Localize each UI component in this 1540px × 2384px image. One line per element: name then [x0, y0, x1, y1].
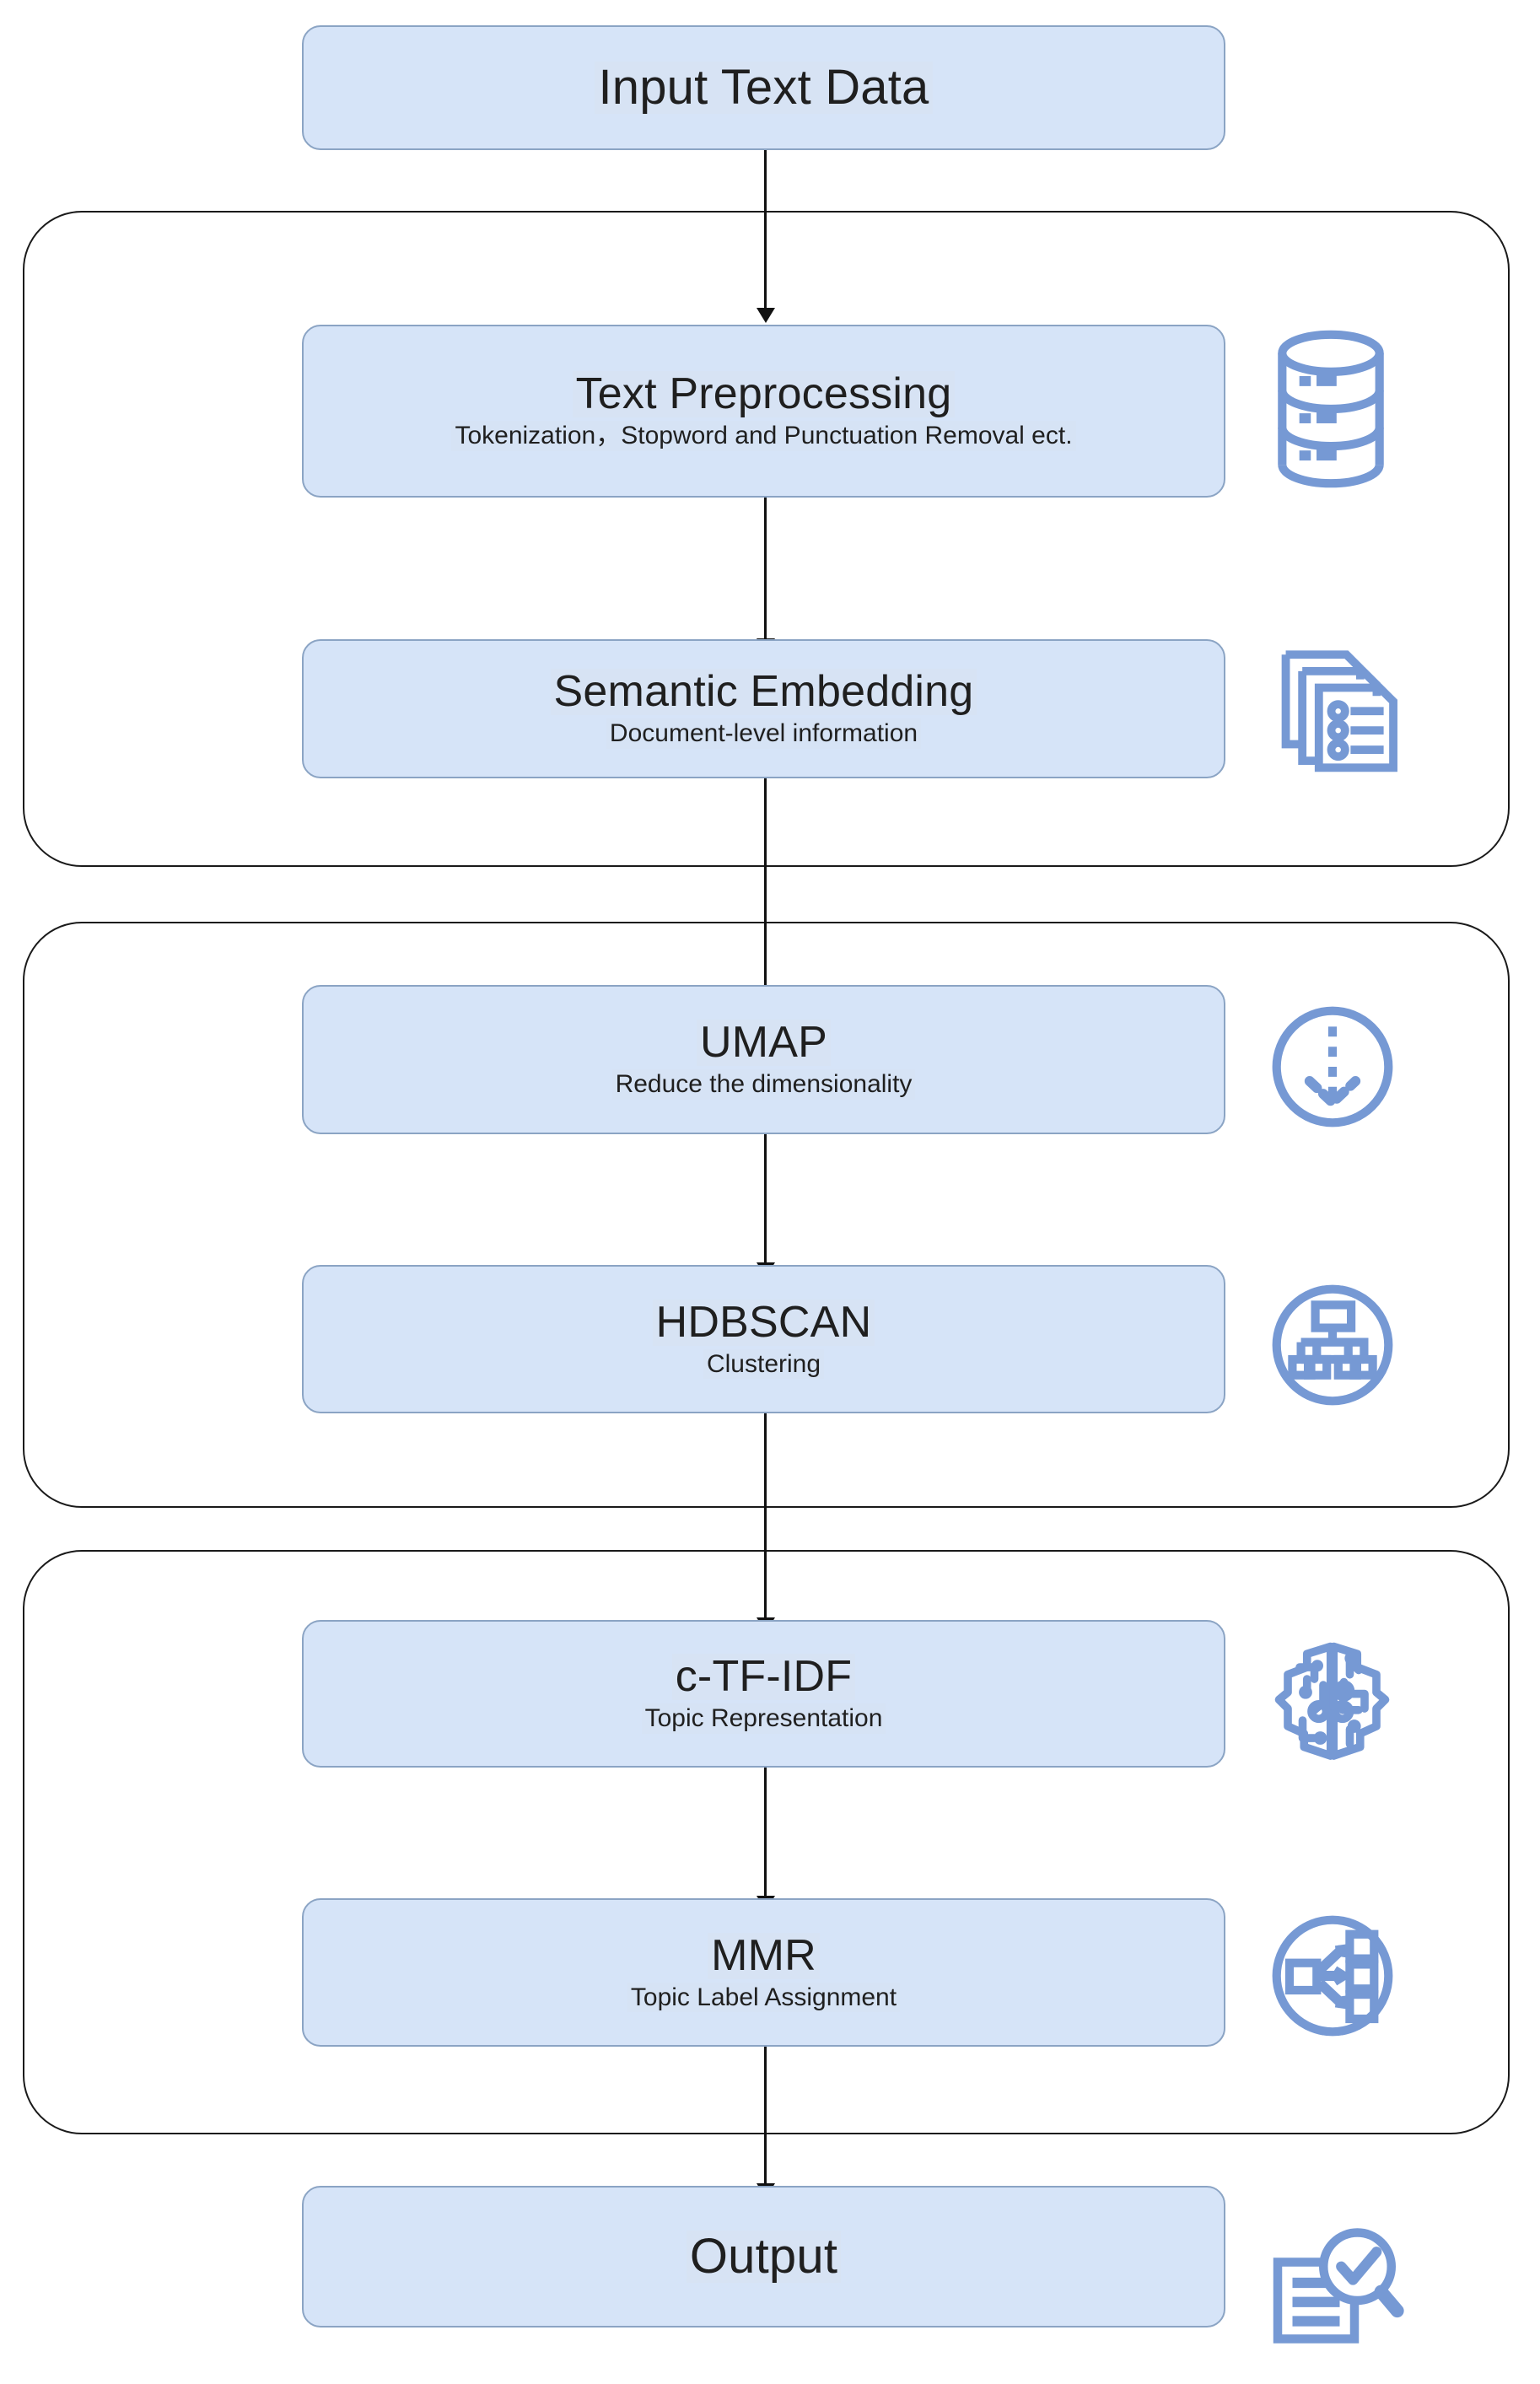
node-mmr[interactable]: MMR Topic Label Assignment: [302, 1898, 1225, 2047]
distribute-nodes-icon: [1261, 1904, 1404, 2048]
node-subtitle: Topic Representation: [641, 1703, 886, 1734]
ai-brain-icon: [1258, 1626, 1406, 1773]
node-semantic-embedding[interactable]: Semantic Embedding Document-level inform…: [302, 639, 1225, 778]
node-title: Input Text Data: [595, 62, 933, 114]
node-subtitle: Document-level information: [606, 718, 922, 749]
node-subtitle: Topic Label Assignment: [627, 1982, 901, 2013]
database-icon: [1259, 329, 1403, 489]
node-subtitle: Reduce the dimensionality: [611, 1069, 916, 1100]
node-title: Text Preprocessing: [572, 371, 956, 418]
arrow-hdbscan-to-ctfidf: [764, 1413, 767, 1620]
node-subtitle: Clustering: [703, 1348, 825, 1380]
node-title: UMAP: [696, 1020, 832, 1067]
hierarchy-cluster-icon: [1261, 1273, 1404, 1417]
node-ctfidf[interactable]: c-TF-IDF Topic Representation: [302, 1620, 1225, 1768]
node-umap[interactable]: UMAP Reduce the dimensionality: [302, 985, 1225, 1134]
arrow-ctfidf-to-mmr: [764, 1768, 767, 1898]
arrow-umap-to-hdbscan: [764, 1134, 767, 1265]
node-title: Output: [686, 2231, 842, 2283]
dimension-reduction-icon: [1261, 995, 1404, 1138]
node-text-preprocessing[interactable]: Text Preprocessing Tokenization，Stopword…: [302, 325, 1225, 498]
node-title: c-TF-IDF: [671, 1654, 856, 1701]
arrow-mmr-to-output: [764, 2047, 767, 2186]
node-title: MMR: [708, 1932, 820, 1979]
arrow-input-to-preprocessing: [764, 150, 767, 310]
arrow-embedding-to-umap: [764, 778, 767, 989]
node-input-text-data[interactable]: Input Text Data: [302, 25, 1225, 150]
node-title: Semantic Embedding: [550, 669, 977, 716]
arrow-preprocessing-to-embedding: [764, 498, 767, 641]
node-title: HDBSCAN: [652, 1299, 875, 1346]
documents-icon: [1262, 637, 1401, 780]
node-output[interactable]: Output: [302, 2186, 1225, 2327]
node-hdbscan[interactable]: HDBSCAN Clustering: [302, 1265, 1225, 1413]
document-review-icon: [1255, 2218, 1407, 2365]
node-subtitle: Tokenization，Stopword and Punctuation Re…: [451, 421, 1076, 451]
